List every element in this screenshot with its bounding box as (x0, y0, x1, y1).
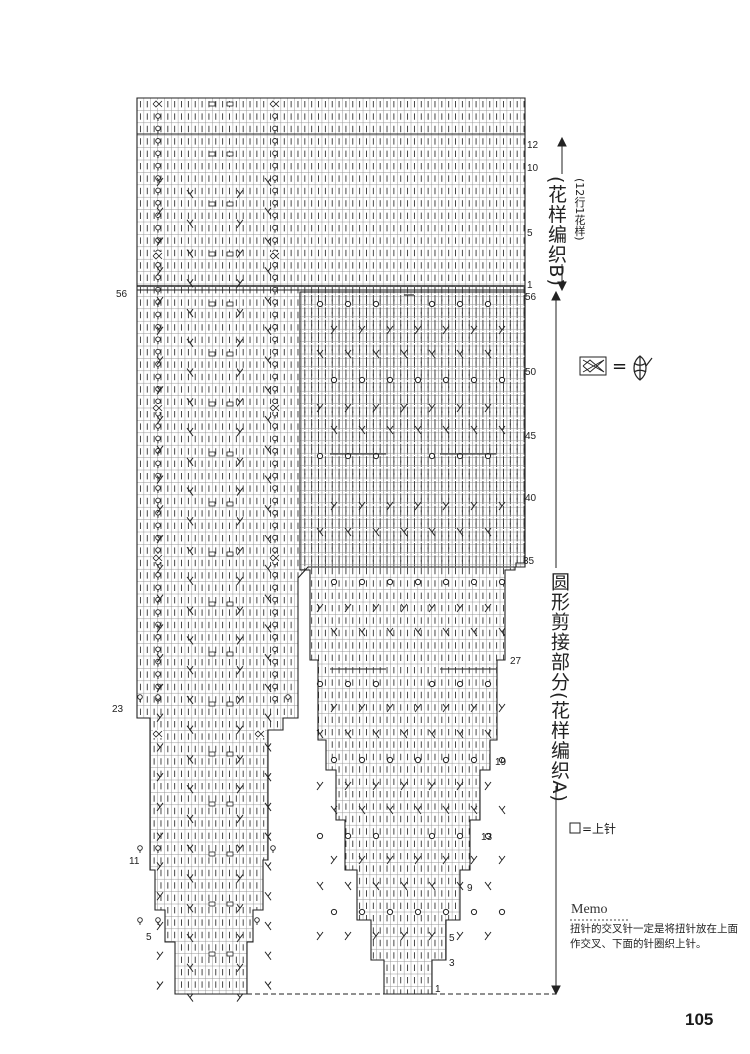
chart-mark (137, 98, 525, 994)
chart-grid (137, 98, 525, 994)
